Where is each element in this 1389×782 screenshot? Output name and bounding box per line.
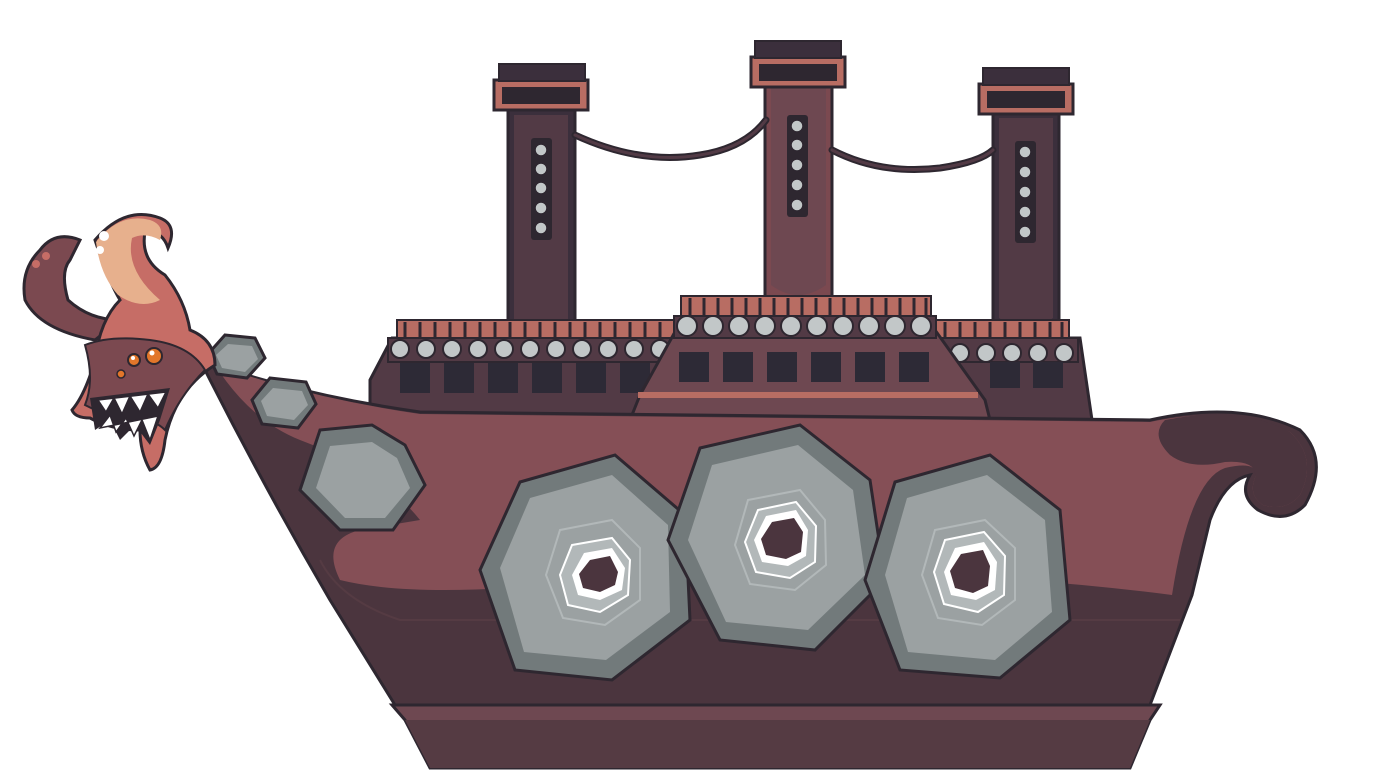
upper-cabin	[627, 295, 992, 422]
bow-gem-large	[298, 423, 427, 532]
creature-eyes	[116, 347, 163, 379]
smokestack-left	[492, 63, 590, 332]
paddle-wheel-center	[666, 423, 887, 652]
cabin-windows	[679, 352, 929, 382]
figurehead-creature	[22, 213, 217, 472]
cabin-trim	[638, 392, 978, 398]
bow-gem-small	[206, 333, 267, 380]
paddle-wheel-right	[863, 453, 1072, 680]
bow-gem-medium	[250, 376, 318, 430]
horn	[96, 218, 162, 304]
porthole-lights	[790, 119, 804, 212]
porthole-lights	[534, 143, 548, 235]
creature-teeth	[90, 388, 170, 445]
cabin-rivets	[676, 315, 932, 337]
smokestack-center	[749, 40, 847, 302]
smokestack-right	[977, 67, 1075, 332]
porthole-lights	[1018, 145, 1032, 239]
paddle-wheel-left	[478, 453, 692, 682]
hull-keel	[388, 703, 1163, 770]
